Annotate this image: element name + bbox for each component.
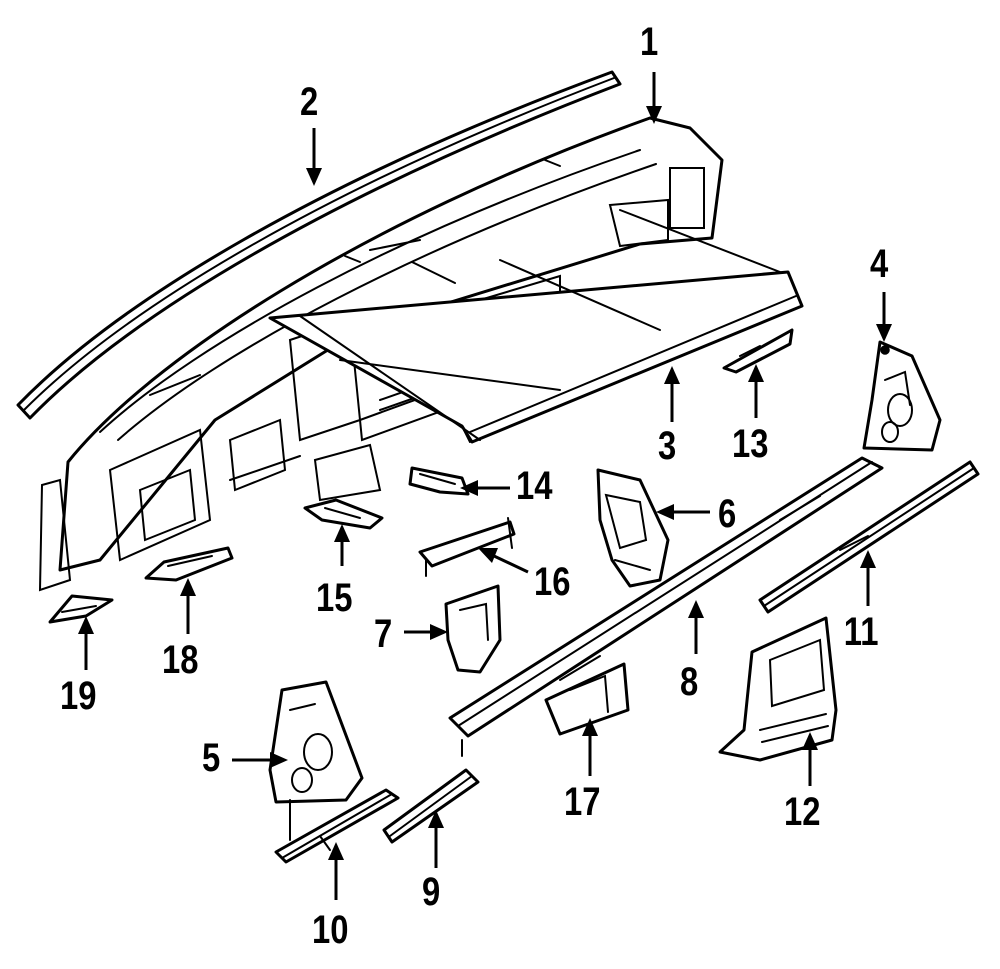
part-11-reinforcement <box>758 460 980 614</box>
callout-16: 16 <box>534 560 571 604</box>
callout-19: 19 <box>60 674 97 718</box>
callout-1: 1 <box>640 20 659 64</box>
part-3-lower-panel <box>268 209 804 444</box>
callout-14: 14 <box>516 464 553 508</box>
part-4-side-bracket <box>862 340 942 452</box>
part-5-side-bracket <box>268 680 364 841</box>
part-2-molding-strip <box>16 70 622 420</box>
callout-13: 13 <box>732 422 769 466</box>
part-8-cross-beam <box>448 456 884 757</box>
part-14-clip <box>408 466 470 496</box>
callout-5: 5 <box>202 736 221 780</box>
callout-9: 9 <box>422 870 441 914</box>
part-17-bracket <box>544 662 630 736</box>
callout-12: 12 <box>784 790 821 834</box>
callout-10: 10 <box>312 908 349 952</box>
callout-15: 15 <box>316 576 353 620</box>
part-6-side-brace <box>596 468 670 588</box>
callout-4: 4 <box>870 242 889 286</box>
callout-7: 7 <box>374 612 393 656</box>
part-19-bracket <box>48 594 114 624</box>
callout-3: 3 <box>658 424 677 468</box>
part-7-bracket <box>444 584 502 674</box>
callout-17: 17 <box>564 780 601 824</box>
part-15-bracket <box>303 498 384 530</box>
callout-2: 2 <box>300 80 319 124</box>
part-9-sill-strip <box>382 768 480 844</box>
callout-6: 6 <box>718 492 737 536</box>
callout-11: 11 <box>843 610 879 654</box>
leader-lines <box>78 72 892 900</box>
part-18-bracket <box>144 546 234 582</box>
part-12-side-panel <box>718 616 838 762</box>
callout-18: 18 <box>162 638 199 682</box>
callout-8: 8 <box>680 660 699 704</box>
part-16-strap <box>418 517 516 577</box>
part-13-bracket <box>722 328 794 374</box>
part-10-lower-rail <box>274 788 400 864</box>
